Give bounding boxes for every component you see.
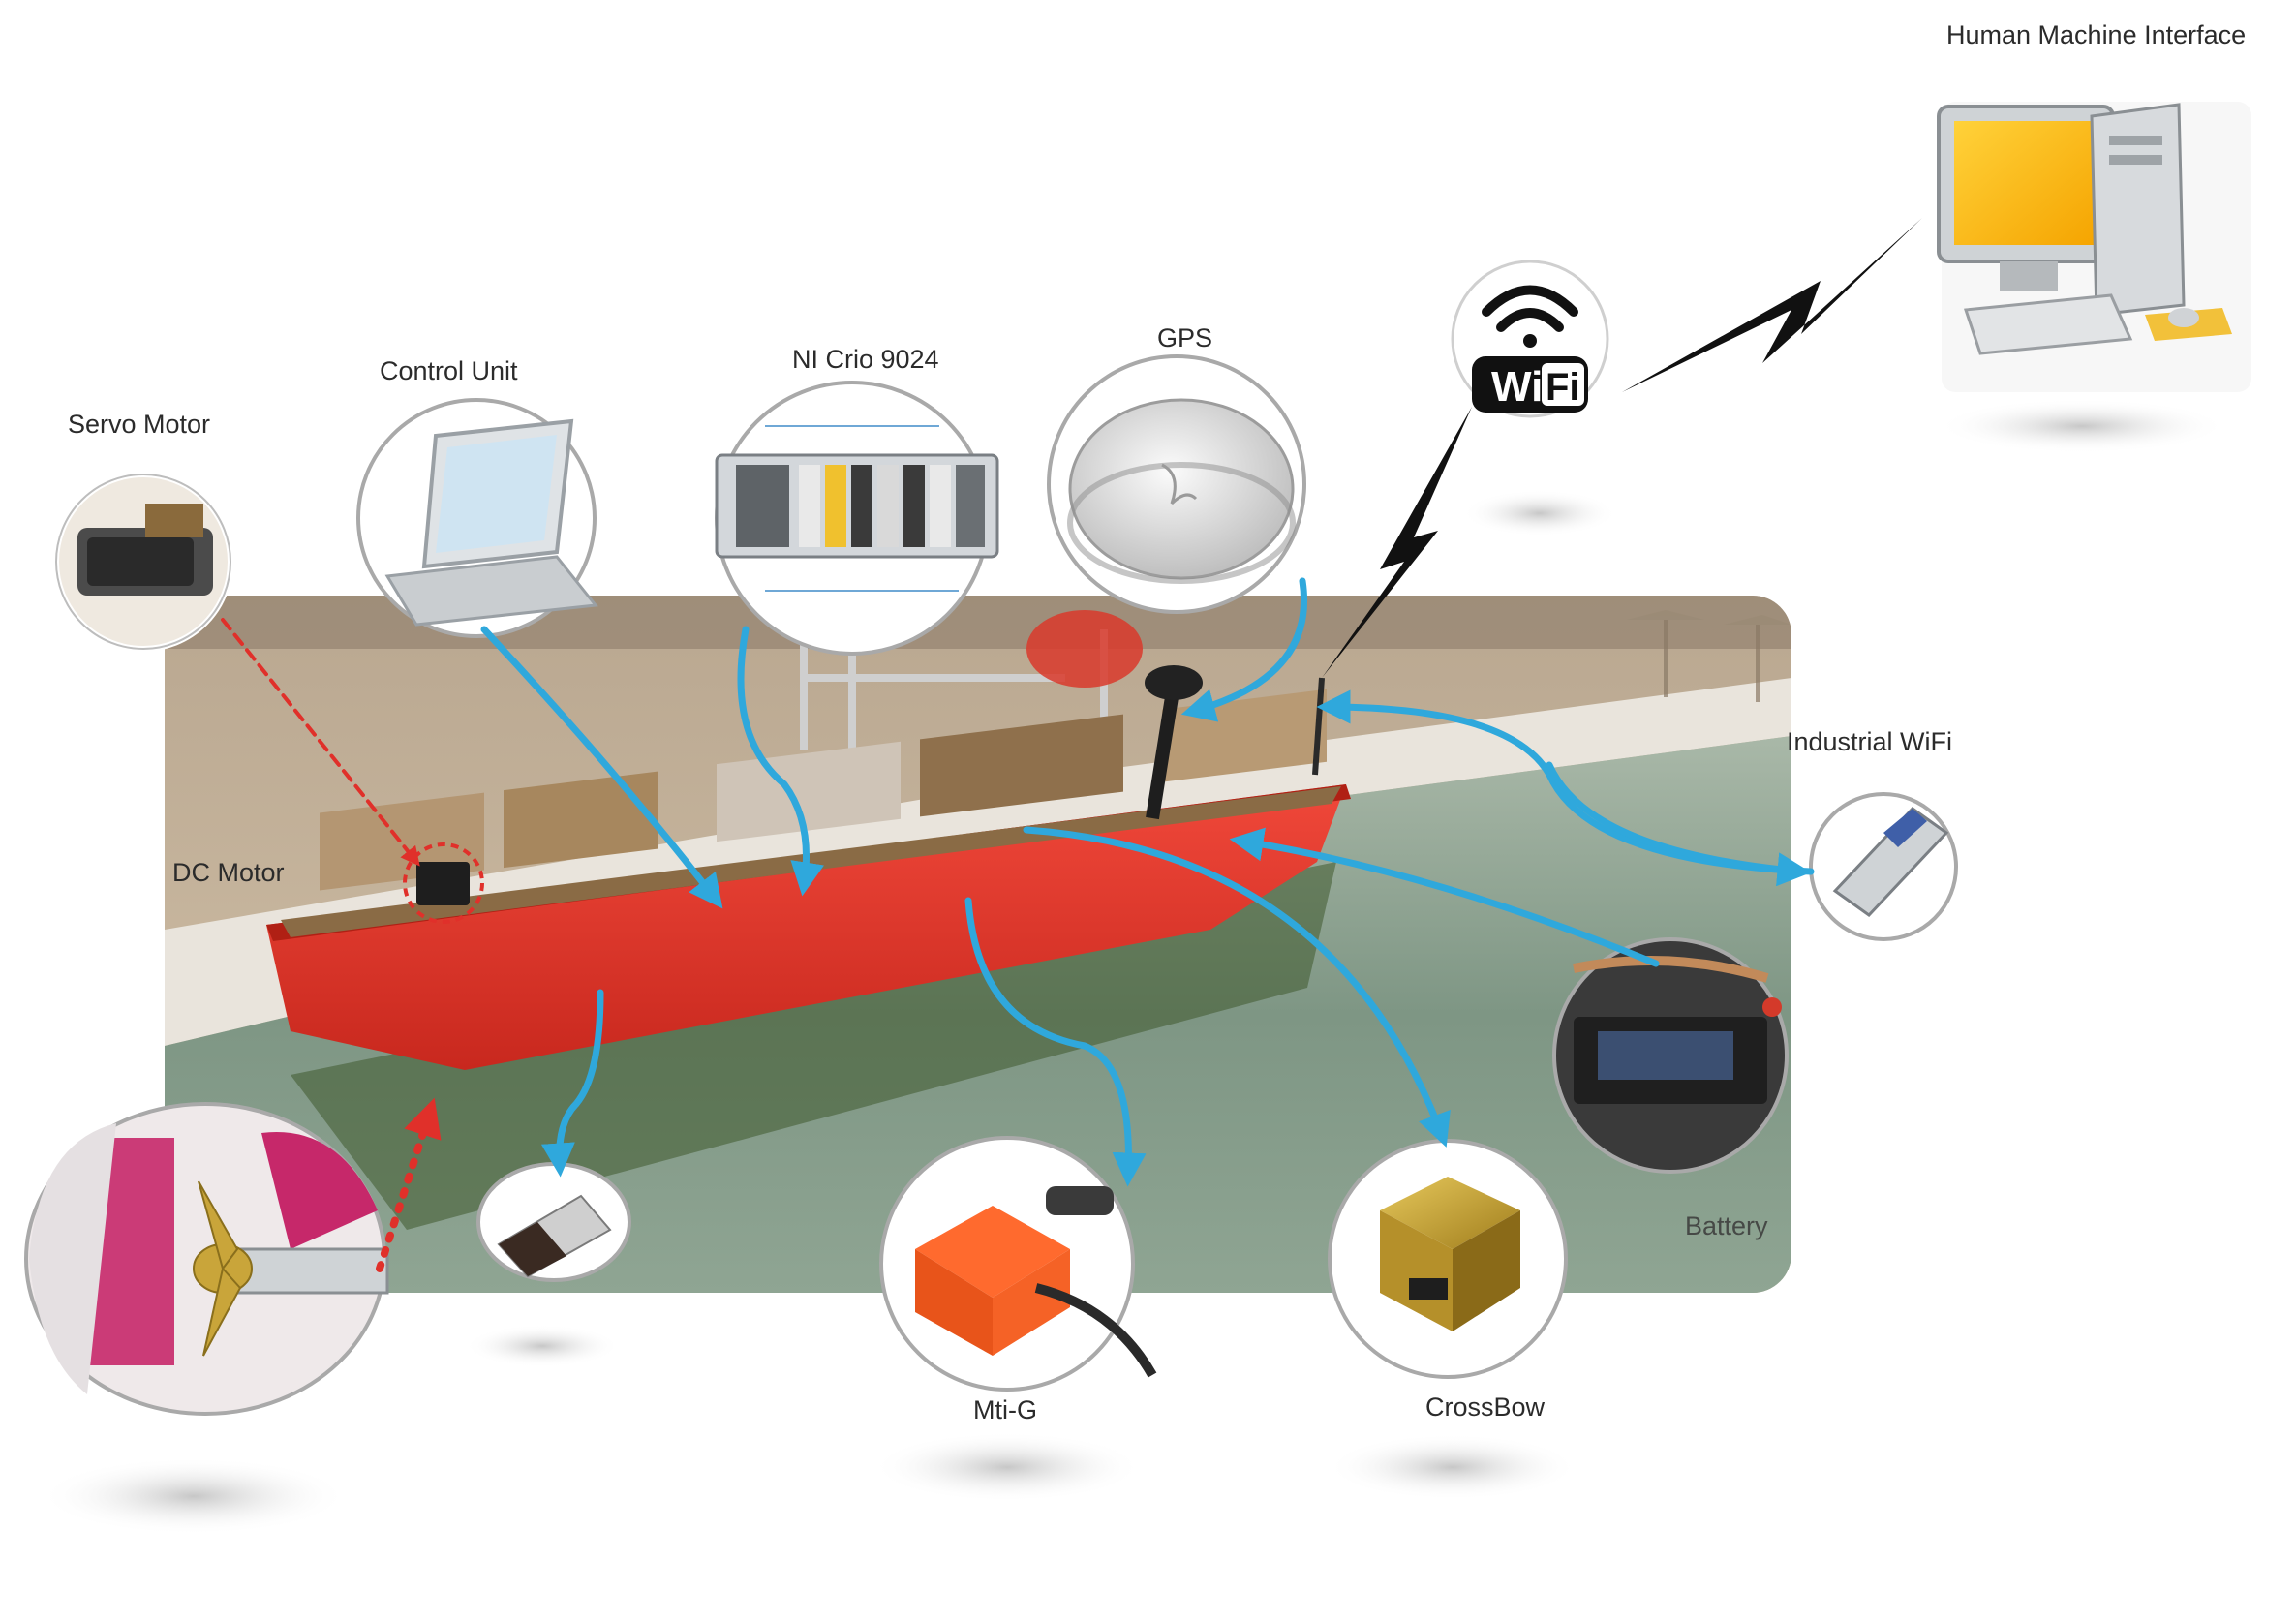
laptop-icon [384, 418, 598, 627]
tower-icon [2090, 103, 2186, 317]
keyboard-icon [1963, 293, 2133, 355]
wifi-badge-w: Wi [1491, 363, 1543, 411]
control-unit-callout [356, 398, 598, 638]
servo-motor-callout [53, 472, 233, 652]
hmi-label: Human Machine Interface [1946, 20, 2246, 49]
ni-crio-label: NI Crio 9024 [792, 345, 939, 374]
crossbow-callout [1328, 1139, 1568, 1379]
industrial-wifi-label: Industrial WiFi [1787, 727, 1952, 756]
propeller-callout [24, 1102, 389, 1416]
battery-label: Battery [1685, 1211, 1768, 1240]
servo-motor-label: Servo Motor [68, 410, 210, 439]
mti-g-callout [879, 1136, 1157, 1392]
mti-g-label: Mti-G [973, 1395, 1037, 1424]
industrial-wifi-callout [1809, 792, 1958, 941]
monitor-icon [1937, 105, 2115, 291]
dc-motor-callout [476, 1162, 631, 1282]
connector-dc-motor [540, 989, 604, 1178]
connector-antenna-wifi [1316, 689, 1815, 875]
connector-mti-g [964, 897, 1147, 1187]
callout-shadows [39, 399, 2227, 1535]
ni-crio-callout [715, 381, 999, 656]
wifi-badge-fi: Fi [1546, 366, 1580, 409]
dc-motor-label: DC Motor [172, 858, 285, 887]
beach-umbrellas [1627, 610, 1791, 702]
wireless-link-hmi [1622, 218, 1922, 392]
dashed-connectors [221, 618, 442, 1272]
connector-ni-crio [737, 626, 825, 897]
crossbow-label: CrossBow [1425, 1392, 1546, 1422]
connector-servo-motor [221, 618, 420, 867]
connector-gps [1180, 577, 1307, 722]
battery-callout [1552, 937, 1789, 1174]
hmi-computer [1937, 102, 2251, 392]
crio-chassis-icon [715, 453, 999, 559]
control-unit-label: Control Unit [380, 356, 518, 385]
connector-crossbow [1023, 826, 1451, 1148]
connector-battery [1229, 827, 1660, 967]
gps-callout [1047, 354, 1306, 614]
wireless-link-boat [1322, 407, 1472, 678]
connector-control-unit [480, 626, 723, 909]
connector-lines [480, 577, 1815, 1187]
gps-label: GPS [1157, 323, 1212, 352]
connector-industrial-wifi [1546, 761, 1812, 887]
wifi-icon [1482, 285, 1578, 348]
propeller-icon [193, 1180, 253, 1357]
wifi-badge: Wi Fi [1451, 260, 1609, 418]
connector-propeller [376, 1097, 442, 1272]
